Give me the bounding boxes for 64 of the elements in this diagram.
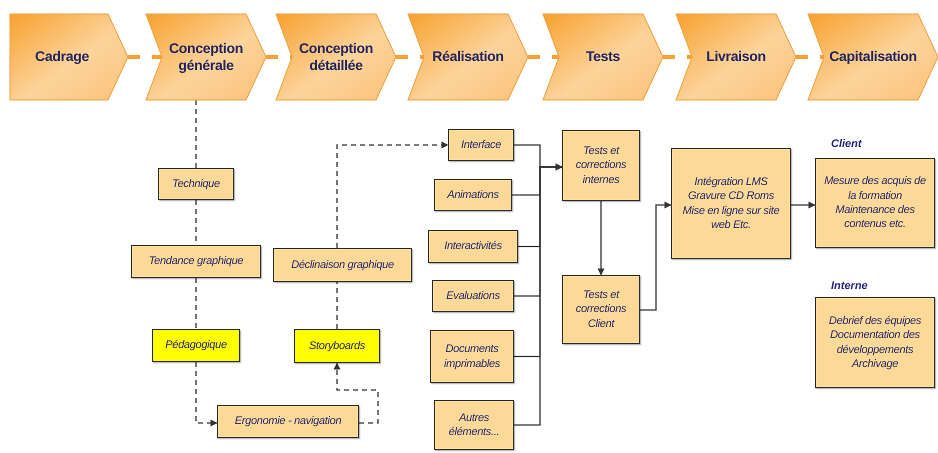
task-box <box>294 329 380 363</box>
task-box <box>430 330 514 383</box>
box-text: Documents imprimables <box>443 342 501 371</box>
phase-banner <box>146 14 266 100</box>
group-heading: Client <box>831 138 862 150</box>
task-box <box>152 329 240 362</box>
box-text: Debrief des équipes Documentation des développements Archivage <box>828 314 922 372</box>
box-text: Technique <box>172 176 220 192</box>
box-text: Tests et corrections internes <box>574 144 628 187</box>
connector <box>791 202 816 208</box>
box-text: Intégration LMS Gravure CD Roms Mise en ligne sur site web Etc. <box>682 174 780 232</box>
dashed-connector <box>336 142 448 248</box>
task-box <box>158 168 234 200</box>
task-box <box>562 275 640 344</box>
dashed-connector <box>334 362 379 424</box>
box-text: Animations <box>447 188 499 202</box>
phase-banner <box>543 14 663 100</box>
dashed-connector <box>528 55 559 59</box>
dashed-connector <box>195 362 218 426</box>
task-box <box>448 129 514 161</box>
box-text: Autres éléments... <box>448 410 500 440</box>
phase-banner <box>808 14 938 100</box>
step-label: Cadrage <box>35 48 89 66</box>
step-label: Conception générale <box>168 40 244 74</box>
task-box <box>217 405 359 438</box>
step-label: Capitalisation <box>829 48 917 66</box>
box-text: Pédagogique <box>165 338 227 353</box>
task-box <box>273 248 412 282</box>
dashed-connector <box>663 55 692 59</box>
connector <box>640 202 672 311</box>
task-box <box>671 148 791 259</box>
connector <box>598 201 604 276</box>
box-text: Interface <box>460 138 502 152</box>
box-text: Ergonomie - navigation <box>234 414 342 429</box>
dashed-connector <box>796 55 824 59</box>
task-box <box>562 130 640 201</box>
task-box <box>434 179 512 211</box>
task-box <box>131 245 261 278</box>
step-label: Réalisation <box>432 48 504 66</box>
phase-banner <box>676 14 796 100</box>
dashed-connector <box>195 100 197 168</box>
step-label: Conception détaillée <box>298 40 374 74</box>
task-box <box>434 400 514 450</box>
dashed-connector <box>336 282 338 329</box>
box-text: Mesure des acquis de la formation Maintenance des contenus etc. <box>823 174 927 232</box>
box-text: Déclinaison graphique <box>291 258 394 272</box>
dashed-connector <box>128 55 162 59</box>
box-text: Tendance graphique <box>148 254 244 269</box>
task-box <box>428 230 518 263</box>
box-text: Interactivités <box>444 239 502 254</box>
group-heading: Interne <box>831 280 868 292</box>
step-label: Livraison <box>706 48 766 66</box>
step-label: Tests <box>586 48 620 66</box>
task-box <box>432 280 514 312</box>
dashed-connector <box>266 55 292 59</box>
phase-banner <box>408 14 528 100</box>
dashed-connector <box>396 55 424 59</box>
box-text: Tests et corrections Client <box>574 288 628 331</box>
box-text: Evaluations <box>446 288 500 304</box>
dashed-connector <box>195 278 197 329</box>
connector <box>514 164 562 426</box>
phase-banner <box>10 14 128 100</box>
box-text: Storyboards <box>308 338 365 354</box>
phase-banner <box>276 14 396 100</box>
